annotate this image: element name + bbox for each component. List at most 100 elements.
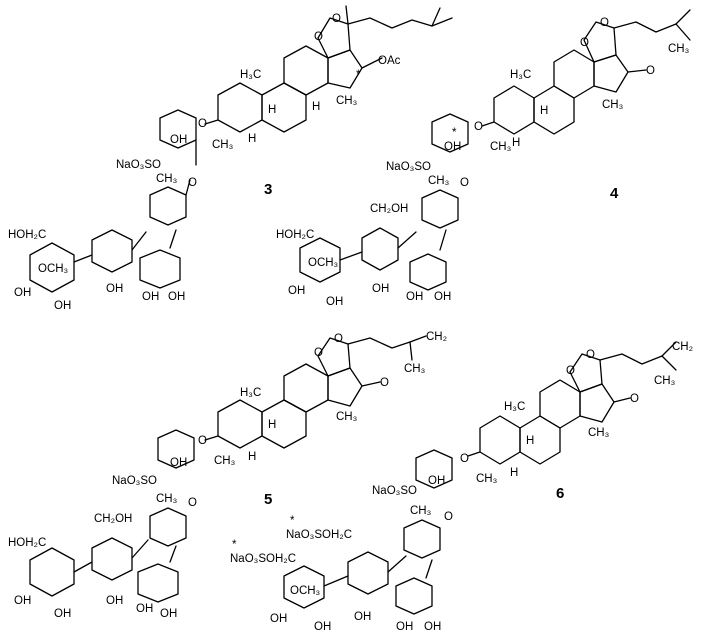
hydroxyl-label: OH [142,291,159,303]
hydroxyl-label: OH [444,141,461,153]
oxygen-label: O [580,37,589,49]
stereo-star-label: * [290,515,295,527]
methylene-label: CH₂ [672,341,693,353]
hydroxyl-label: OH [434,291,451,303]
stereo-star-label: * [452,127,457,139]
hydrogen-label: H [512,137,520,149]
hydrogen-label: H [268,104,276,116]
methyl-label: CH₃ [654,375,676,387]
methyl-label: CH₃ [336,95,358,107]
hydroxyl-label: OH [106,595,123,607]
hydroxymethyl-label: CH₂OH [370,203,408,215]
hydroxyl-label: OH [170,134,187,146]
methyl-label: H₃C [510,69,531,81]
methyl-label: CH₃ [336,411,358,423]
stereo-star-label: * [356,69,361,81]
oxygen-label: O [334,333,343,345]
methyl-label: CH₃ [490,141,512,153]
oxygen-label: O [198,435,207,447]
hydroxymethyl-label: HOH₂C [8,229,46,241]
hydroxyl-label: OH [136,603,153,615]
methylene-label: CH₂ [426,331,447,343]
oxygen-label: O [314,31,323,43]
hydrogen-label: H [312,101,320,113]
oxygen-label: O [314,347,323,359]
compound-number-5: 5 [264,491,272,508]
hydroxyl-label: OH [314,621,331,633]
methyl-label: CH₃ [404,363,426,375]
methyl-label: CH₃ [410,505,432,517]
hydroxymethyl-label: HOH₂C [276,229,314,241]
compound-4-structure [299,9,691,291]
sulfate-label: NaO₃SO [386,161,431,173]
methyl-label: CH₃ [428,175,450,187]
hydrogen-label: H [248,133,256,145]
sulfate-methyl-label: NaO₃SOH₂C [230,553,296,565]
oxygen-label: O [332,13,341,25]
oxygen-label: O [460,177,469,189]
oxygen-label: O [600,17,609,29]
oxygen-label: O [460,453,469,465]
methyl-label: CH₃ [156,173,178,185]
hydroxyl-label: OH [396,621,413,633]
ketone-oxygen-label: O [646,65,655,77]
oxygen-label: O [198,118,207,130]
oxygen-label: O [474,121,483,133]
stereo-star-label: * [232,539,237,551]
hydroxyl-label: OH [168,291,185,303]
methyl-label: CH₃ [214,455,236,467]
methoxy-label: OCH₃ [308,257,339,269]
sulfate-label: NaO₃SO [372,485,417,497]
methyl-label: CH₃ [156,493,178,505]
sulfate-methyl-label: NaO₃SOH₂C [286,529,352,541]
oxygen-label: O [444,511,453,523]
hydrogen-label: H [268,419,276,431]
hydroxyl-label: OH [54,608,71,620]
hydroxyl-label: OH [54,300,71,312]
hydroxyl-label: OH [424,621,441,633]
oxygen-label: O [188,177,197,189]
ketone-oxygen-label: O [380,377,389,389]
methyl-label: CH₃ [212,139,234,151]
hydroxyl-label: OH [288,285,305,297]
methyl-label: H₃C [240,69,261,81]
methyl-label: CH₃ [588,427,610,439]
hydroxymethyl-label: HOH₂C [8,537,46,549]
oxygen-label: O [188,497,197,509]
hydrogen-label: H [526,435,534,447]
hydroxyl-label: OH [14,595,31,607]
hydroxyl-label: OH [406,291,423,303]
hydroxyl-label: OH [160,608,177,620]
methoxy-label: OCH₃ [290,585,321,597]
oxygen-label: O [586,349,595,361]
sulfate-label: NaO₃SO [116,159,161,171]
sulfate-label: NaO₃SO [112,475,157,487]
compound-number-6: 6 [556,485,564,502]
compound-6-structure [283,341,677,615]
hydroxyl-label: OH [372,283,389,295]
methyl-label: CH₃ [476,473,498,485]
hydrogen-label: H [540,105,548,117]
hydroxyl-label: OH [270,613,287,625]
compound-number-4: 4 [610,185,619,202]
compound-3-structure [29,5,453,293]
hydroxyl-label: OH [354,611,371,623]
hydrogen-label: H [248,451,256,463]
acetoxy-label: OAc [378,55,401,67]
hydrogen-label: H [510,467,518,479]
hydroxymethyl-label: CH₂OH [94,513,132,525]
methyl-label: H₃C [504,401,525,413]
methoxy-label: OCH₃ [38,263,69,275]
hydroxyl-label: OH [428,475,445,487]
compound-5-structure [29,335,427,603]
hydroxyl-label: OH [170,457,187,469]
oxygen-label: O [566,365,575,377]
hydroxyl-label: OH [326,296,343,308]
methyl-label: CH₃ [602,99,624,111]
hydroxyl-label: OH [106,283,123,295]
methyl-label: CH₃ [668,43,690,55]
ketone-oxygen-label: O [630,393,639,405]
methyl-label: H₃C [240,387,261,399]
hydroxyl-label: OH [14,287,31,299]
